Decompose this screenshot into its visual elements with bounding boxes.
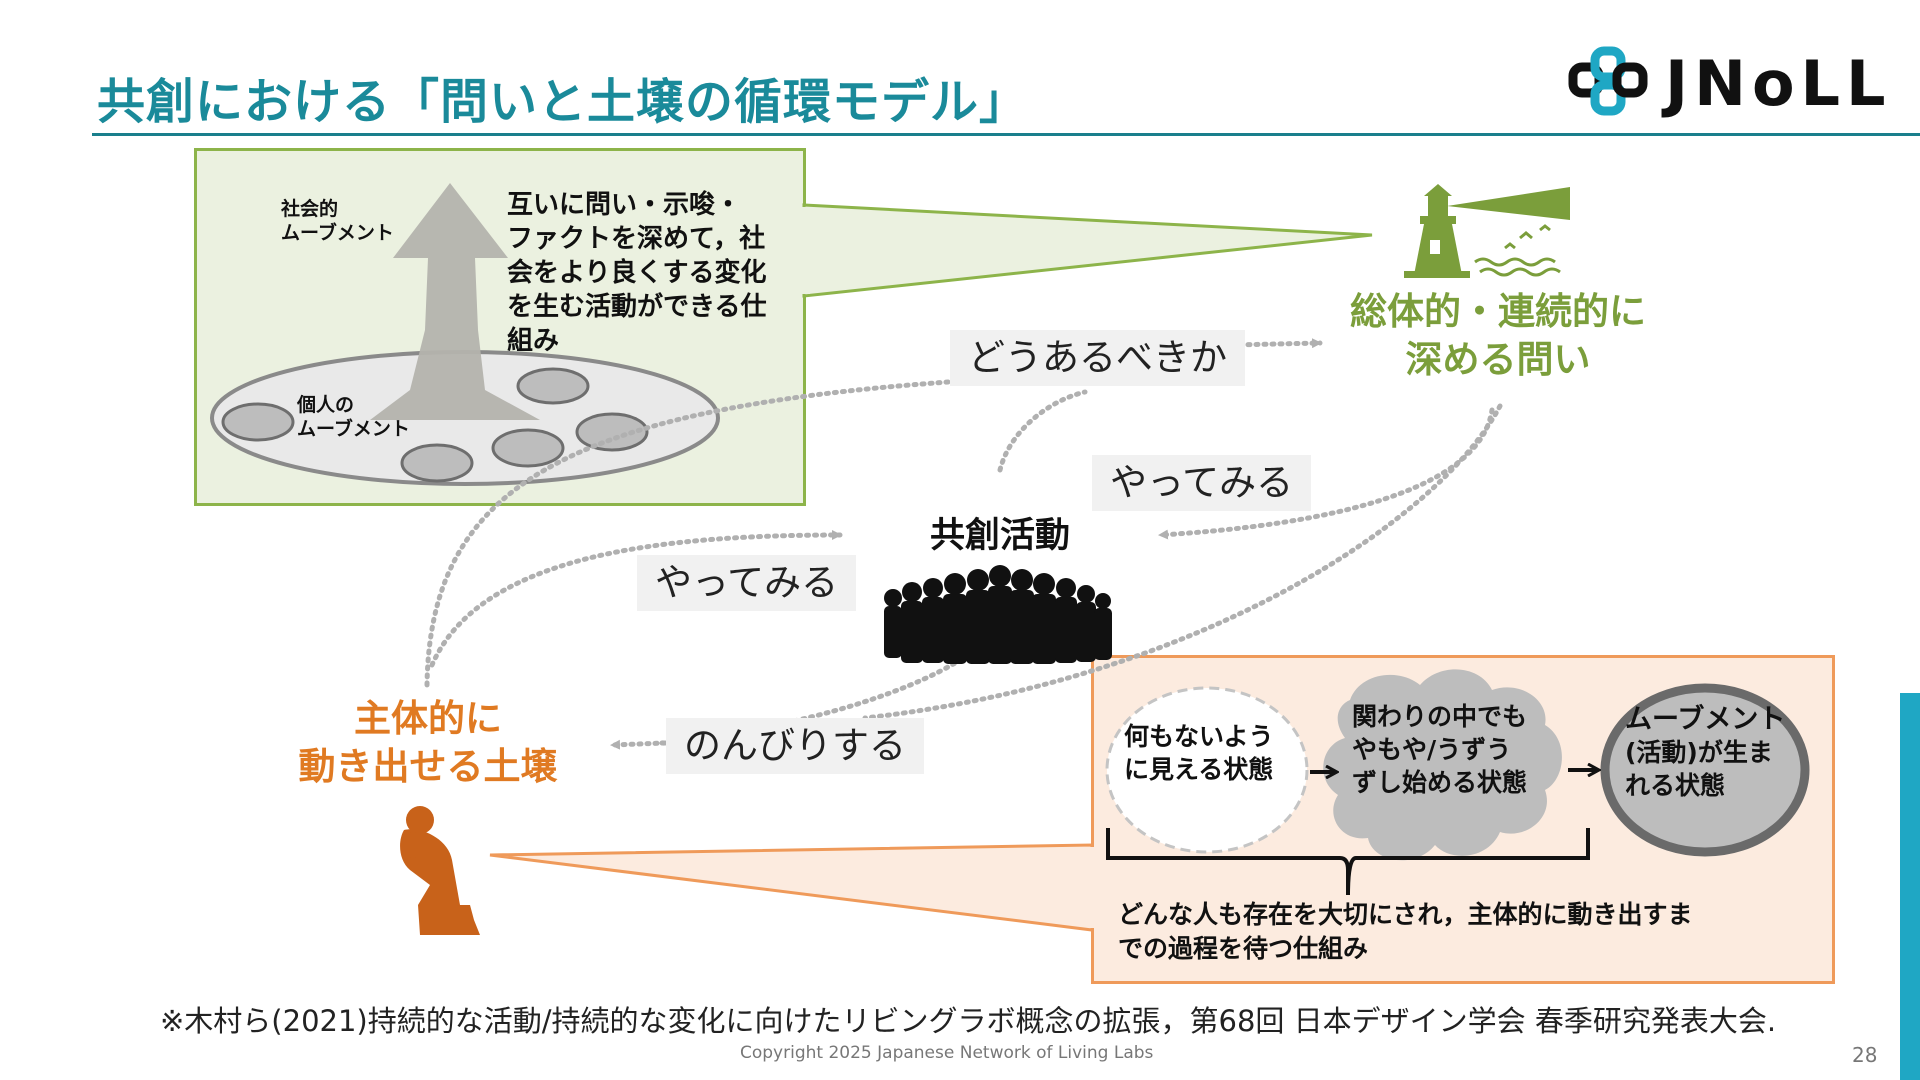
state-cloud [1323, 669, 1562, 861]
flow-label-try-it-left: やってみる [637, 555, 857, 611]
movement-disc [400, 443, 474, 483]
page-number: 28 [1852, 1043, 1878, 1067]
orange-callout-pointer [489, 843, 1094, 932]
flow-curve [429, 530, 843, 668]
state-2-text: 関わりの中でも やもや/うずう ずし始める状態 [1352, 702, 1528, 797]
soil-heading: 主体的に 動き出せる土壌 [298, 697, 558, 788]
rising-arrow-icon [370, 183, 540, 420]
individual-movement-label: 個人の ムーブメント [297, 394, 410, 440]
flow-label-relax: のんびりする [666, 718, 924, 774]
green-callout-pointer [802, 203, 1373, 298]
state-movement-circle [1600, 683, 1810, 857]
citation-footnote: ※木村ら(2021)持続的な活動/持続的な変化に向けたリビングラボ概念の拡張，第… [160, 1004, 1777, 1038]
upper-panel-description: 互いに問い・示唆・ ファクトを深めて，社 会をより良くする変化 を生む活動ができ… [507, 190, 767, 356]
state-empty-circle [1105, 686, 1309, 854]
movement-disc [516, 367, 590, 405]
crowd-silhouette-icon [884, 565, 1112, 664]
flow-curve [424, 379, 951, 688]
logo: JNoLL [1565, 45, 1920, 125]
flow-curve [997, 389, 1088, 473]
copyright-text: Copyright 2025 Japanese Network of Livin… [740, 1043, 1154, 1063]
flow-label-try-it-right: やってみる [1092, 455, 1312, 511]
question-heading: 総体的・連続的に 深める問い [1350, 290, 1646, 381]
social-movement-label: 社会的 ムーブメント [281, 198, 394, 244]
state-3-text: ムーブメント (活動)が生ま れる状態 [1625, 704, 1786, 800]
lighthouse-icon [1404, 184, 1570, 278]
right-accent-bar [1900, 693, 1920, 1080]
thinker-statue-icon [400, 806, 480, 935]
flow-label-how-it-should-be: どうあるべきか [950, 330, 1245, 386]
flow-curve [1229, 338, 1323, 349]
title-divider [92, 133, 1920, 136]
movement-disc [575, 412, 649, 452]
brace [1106, 828, 1590, 896]
logo-text: JNoLL [1665, 47, 1892, 120]
lower-panel-description: どんな人も存在を大切にされ，主体的に動き出すま での過程を待つ仕組み [1118, 900, 1693, 963]
co-creation-activity-label: 共創活動 [929, 516, 1070, 556]
page-title: 共創における「問いと土壌の循環モデル」 [97, 74, 1029, 130]
flow-curve [609, 739, 668, 750]
flow-curve [862, 403, 1503, 721]
interlocking-links-logo-icon [1568, 46, 1648, 116]
movement-disc [221, 402, 295, 442]
movement-disc [491, 428, 565, 468]
state-1-text: 何もないよう に見える状態 [1124, 722, 1274, 784]
